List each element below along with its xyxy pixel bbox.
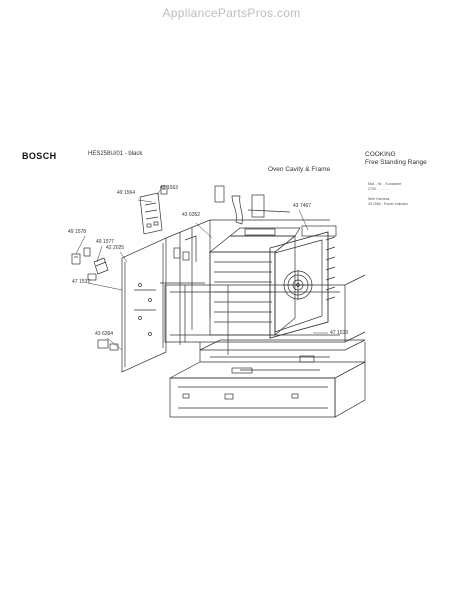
side-panel bbox=[121, 237, 167, 373]
oven-cavity bbox=[209, 227, 301, 336]
section-title: Oven Cavity & Frame bbox=[268, 166, 331, 173]
part-label: 49 1577 bbox=[96, 239, 115, 245]
part-label: 43 6364 bbox=[95, 331, 114, 337]
rear-frame bbox=[160, 219, 330, 345]
category-line-1: COOKING bbox=[365, 151, 396, 158]
part-label: 42 2025 bbox=[106, 245, 125, 251]
part-label: 47 1533 bbox=[330, 330, 349, 336]
part-label: 47 1532 bbox=[72, 279, 91, 285]
part-label: 43 7467 bbox=[293, 203, 312, 209]
note-line-1: Mat. - Nr. - Konstante bbox=[368, 182, 402, 186]
watermark-text: AppliancePartsPros.com bbox=[162, 6, 301, 20]
switch-parts bbox=[71, 247, 109, 281]
part-label: 49 1564 bbox=[117, 190, 136, 196]
brand-logo-text: BOSCH bbox=[22, 151, 57, 161]
oven-front-frame bbox=[269, 225, 337, 339]
connector-block bbox=[160, 185, 168, 195]
note-line-3: Wire Harness: bbox=[368, 197, 391, 201]
note-line-2: 2740 . . . . . . . bbox=[368, 187, 390, 191]
part-label: 49 1563 bbox=[160, 185, 179, 191]
part-label: 49 1578 bbox=[68, 229, 87, 235]
bottom-bracket bbox=[97, 339, 119, 351]
leader-lines bbox=[75, 188, 328, 351]
model-number: HES258U/01 - black bbox=[88, 151, 143, 157]
category-line-2: Free Standing Range bbox=[365, 159, 427, 166]
base-frame bbox=[169, 339, 366, 418]
note-line-4: 49 1565 - Power Indicator bbox=[368, 202, 409, 206]
top-vent-duct bbox=[214, 185, 291, 225]
control-board bbox=[139, 192, 163, 235]
part-label: 43 6352 bbox=[182, 212, 201, 218]
